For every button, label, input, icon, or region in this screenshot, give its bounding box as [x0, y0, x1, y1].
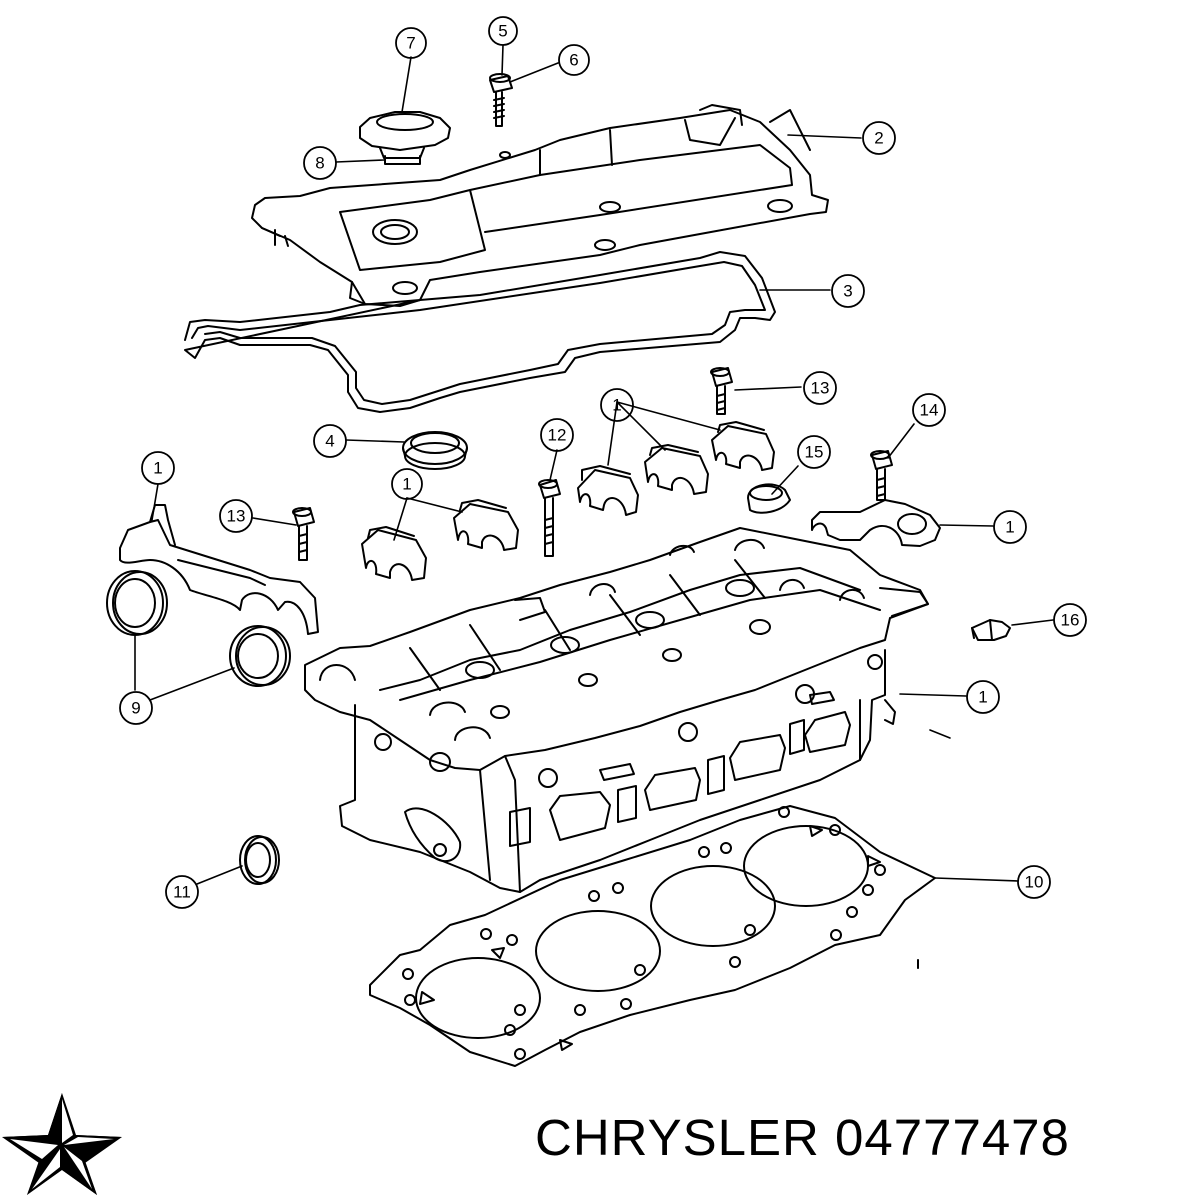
bearing-cap-bolt	[292, 507, 315, 561]
callout-13: 13	[227, 507, 246, 526]
head-gasket	[369, 805, 936, 1067]
brand-part-label: CHRYSLER 04777478	[535, 1108, 1070, 1167]
camshaft-bearing-cap	[577, 465, 639, 516]
camshaft-bearing-cap	[361, 526, 427, 581]
callout-2: 2	[874, 129, 883, 148]
bearing-cap-bolt	[710, 367, 733, 415]
callout-6: 6	[569, 51, 578, 70]
brand-name: CHRYSLER	[535, 1109, 820, 1166]
callout-16: 16	[1061, 611, 1080, 630]
cylinder-head	[304, 527, 929, 893]
temperature-sensor	[971, 619, 1011, 641]
callout-7: 7	[406, 34, 415, 53]
head-bolt	[538, 479, 561, 557]
cylinder-head-plug	[747, 483, 791, 514]
camshaft-bearing-cap	[711, 421, 775, 471]
callout-1: 1	[153, 459, 162, 478]
spark-plug-tube-seal	[239, 835, 280, 885]
callout-1: 1	[1005, 518, 1014, 537]
camshaft-bearing-cap	[644, 444, 709, 495]
callout-11: 11	[173, 883, 191, 902]
bearing-cap-bolt	[870, 450, 893, 501]
camshaft-seal-ring	[402, 431, 468, 470]
cover-bolt	[489, 73, 513, 127]
camshaft-bearing-cap	[453, 499, 519, 551]
leader-lines	[134, 44, 1054, 969]
callouts	[119, 16, 1087, 909]
callout-1: 1	[402, 475, 411, 494]
callout-10: 10	[1025, 873, 1044, 892]
callout-9: 9	[131, 699, 140, 718]
valve-cover-gasket	[184, 251, 776, 413]
callout-15: 15	[805, 443, 824, 462]
callout-12: 12	[548, 426, 567, 445]
callout-1: 1	[978, 688, 987, 707]
callout-14: 14	[920, 401, 939, 420]
callout-5: 5	[498, 22, 507, 41]
callout-8: 8	[315, 154, 324, 173]
valve-cover	[251, 104, 829, 307]
part-number: 04777478	[835, 1109, 1070, 1166]
callout-3: 3	[843, 282, 852, 301]
camshaft-oil-seal	[229, 625, 291, 687]
callout-4: 4	[325, 432, 334, 451]
chrysler-pentastar-icon	[2, 1093, 122, 1195]
callout-13: 13	[811, 379, 830, 398]
oil-filler-cap	[359, 111, 451, 165]
camshaft-oil-seal	[106, 570, 168, 636]
camshaft-bearing-cap-rear	[811, 499, 941, 547]
callout-1: 1	[612, 396, 621, 415]
